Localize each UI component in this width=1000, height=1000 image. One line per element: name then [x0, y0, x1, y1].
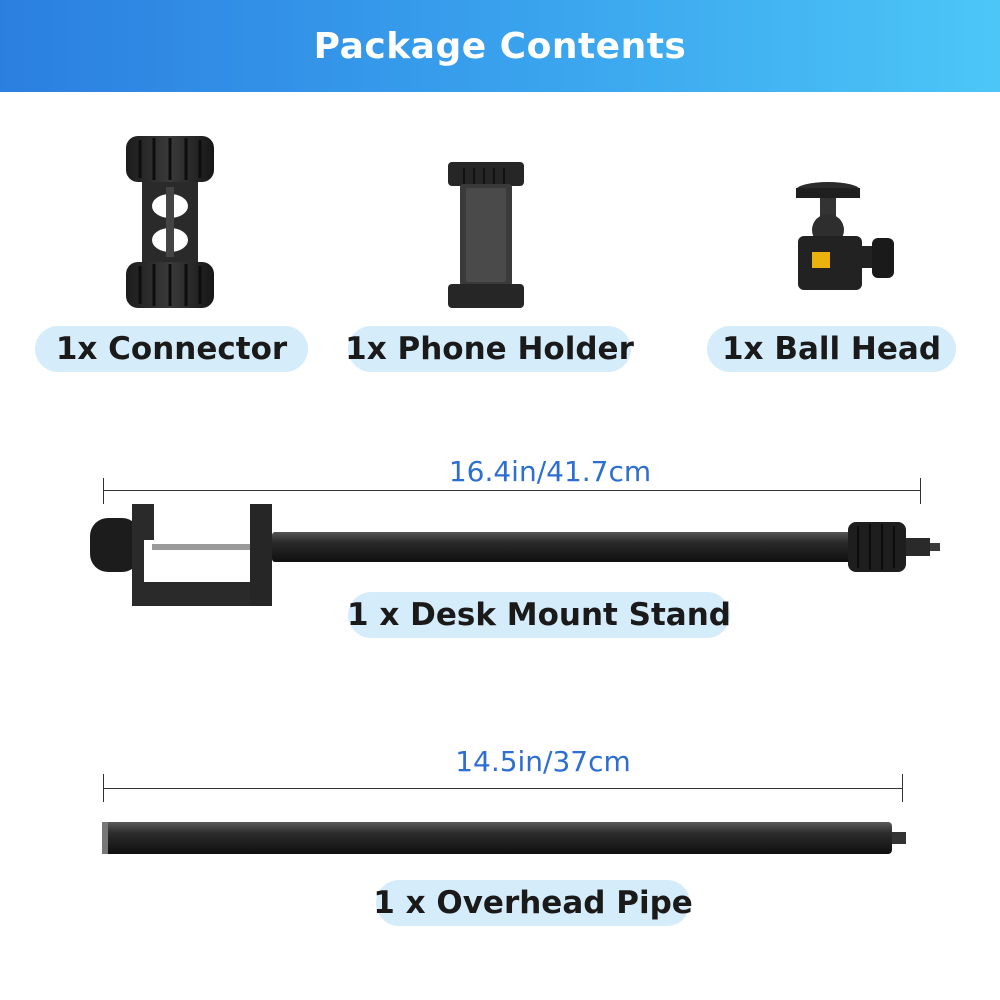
desk-mount-dimension: 16.4in/41.7cm	[448, 455, 652, 488]
overhead-pipe-dimension-line	[103, 788, 903, 789]
dimension-tick-right	[902, 774, 903, 802]
overhead-pipe-label: 1 x Overhead Pipe	[373, 880, 693, 926]
ball-head-label: 1x Ball Head	[707, 326, 956, 372]
desk-mount-label: 1 x Desk Mount Stand	[347, 592, 731, 638]
phone-holder-label: 1x Phone Holder	[345, 326, 634, 372]
connector-icon	[120, 132, 220, 312]
dimension-tick-left	[103, 774, 104, 802]
dimension-tick-left	[103, 478, 104, 504]
dimension-tick-right	[920, 478, 921, 504]
header-banner: Package Contents	[0, 0, 1000, 92]
desk-mount-stand-icon	[86, 500, 950, 612]
overhead-pipe-dimension: 14.5in/37cm	[455, 745, 631, 778]
connector-label: 1x Connector	[35, 326, 308, 372]
phone-holder-icon	[448, 160, 524, 310]
desk-mount-dimension-line	[103, 490, 921, 491]
overhead-pipe-icon	[100, 818, 920, 858]
page-title: Package Contents	[313, 25, 687, 67]
ball-head-icon	[790, 180, 896, 295]
